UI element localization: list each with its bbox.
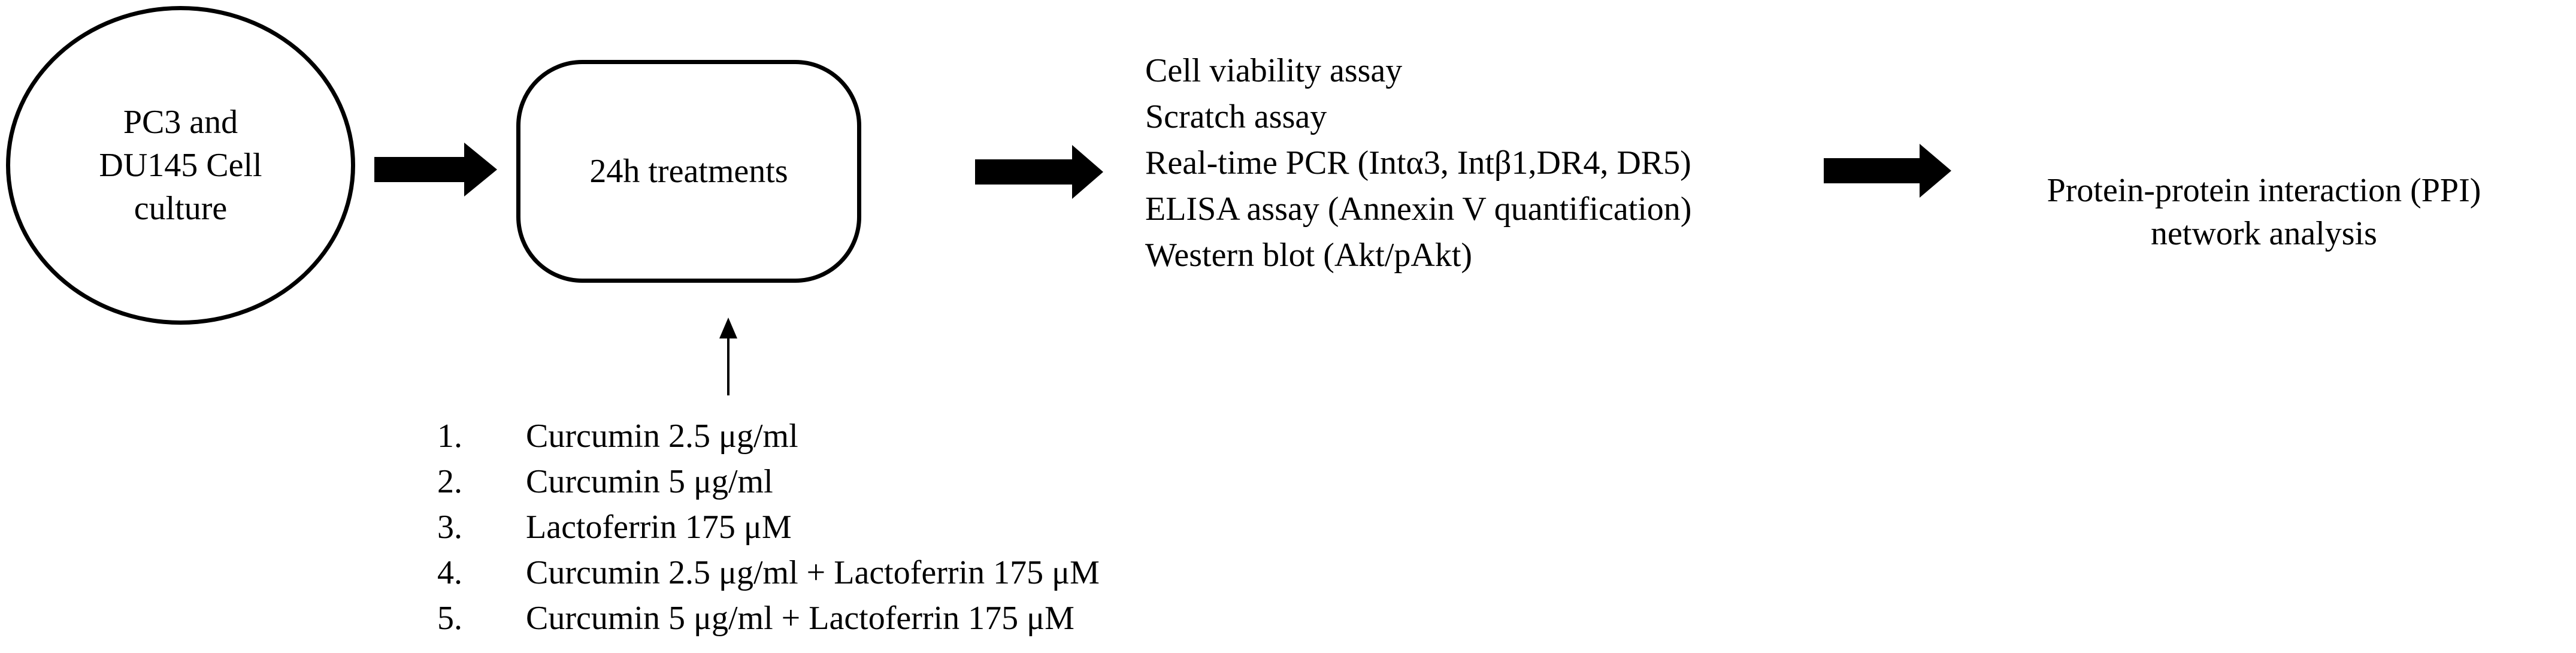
assay-item: Cell viability assay [1145, 52, 1403, 89]
treatment-text: Curcumin 2.5 μg/ml + Lactoferrin 175 μM [526, 554, 1100, 591]
treatment-text: Curcumin 2.5 μg/ml [526, 418, 798, 455]
treatment-number: 2. [437, 463, 462, 500]
treatment-item: 5. Curcumin 5 μg/ml + Lactoferrin 175 μM [437, 595, 1100, 641]
cell-culture-node: PC3 and DU145 Cell culture [6, 6, 355, 325]
treatment-item: 3. Lactoferrin 175 μM [437, 504, 1100, 550]
assay-list: Cell viability assay Scratch assay Real-… [1145, 48, 1691, 279]
treatment-number: 4. [437, 554, 462, 591]
assay-item: Real-time PCR (Intα3, Intβ1,DR4, DR5) [1145, 144, 1691, 182]
arrow-culture-to-treatment [374, 143, 497, 196]
treatment-text: Curcumin 5 μg/ml + Lactoferrin 175 μM [526, 600, 1074, 637]
treatment-item: 2. Curcumin 5 μg/ml [437, 459, 1100, 504]
treatment-number: 1. [437, 418, 462, 455]
treatment-number: 5. [437, 600, 462, 637]
assay-item: Scratch assay [1145, 98, 1327, 135]
treatment-label: 24h treatments [589, 153, 788, 190]
treatment-node: 24h treatments [516, 60, 861, 283]
treatment-list: 1. Curcumin 2.5 μg/ml 2. Curcumin 5 μg/m… [437, 413, 1100, 641]
ppi-node: Protein-protein interaction (PPI) networ… [2047, 172, 2481, 252]
arrow-list-to-treatment-head [719, 318, 737, 338]
treatment-text: Lactoferrin 175 μM [526, 509, 792, 546]
treatment-item: 1. Curcumin 2.5 μg/ml [437, 413, 1100, 459]
treatment-text: Curcumin 5 μg/ml [526, 463, 773, 500]
treatment-item: 4. Curcumin 2.5 μg/ml + Lactoferrin 175 … [437, 550, 1100, 595]
arrow-assays-to-ppi [1824, 144, 1951, 198]
assay-item: Western blot (Akt/pAkt) [1145, 237, 1473, 274]
arrow-treatment-to-assays [975, 145, 1103, 199]
assay-item: ELISA assay (Annexin V quantification) [1145, 191, 1692, 228]
treatment-number: 3. [437, 509, 462, 546]
cell-culture-label: PC3 and DU145 Cell culture [99, 104, 262, 227]
